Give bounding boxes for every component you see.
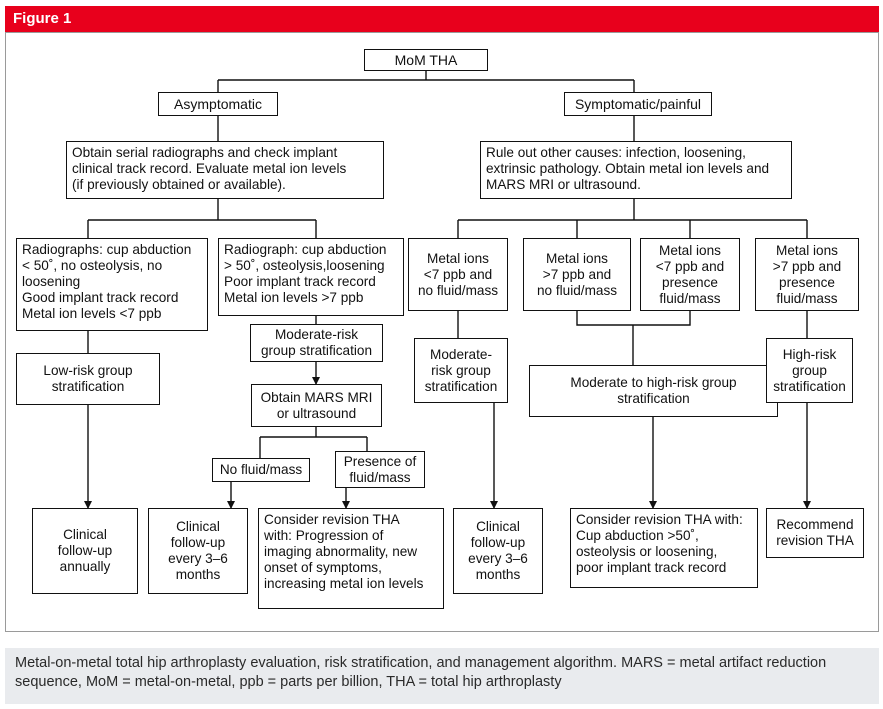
node-asymptomatic: Asymptomatic (158, 92, 278, 116)
node-symptomatic: Symptomatic/painful (564, 92, 712, 116)
node-moderate-risk-group-right: Moderate- risk group stratification (414, 338, 508, 403)
node-recommend-revision: Recommend revision THA (766, 508, 864, 558)
figure-caption: Metal-on-metal total hip arthroplasty ev… (5, 648, 879, 704)
figure-label: Figure 1 (13, 10, 72, 27)
node-obtain-mars-mri: Obtain MARS MRI or ultrasound (251, 384, 382, 427)
node-no-fluid-mass: No fluid/mass (212, 458, 310, 482)
node-high-risk-group: High-risk group stratification (766, 338, 853, 403)
node-consider-revision-left: Consider revision THA with: Progression … (258, 508, 444, 609)
caption-text: Metal-on-metal total hip arthroplasty ev… (15, 655, 827, 690)
node-ions-gt7-no-fluid: Metal ions >7 ppb and no fluid/mass (523, 238, 631, 311)
node-followup-annually: Clinical follow-up annually (32, 508, 138, 594)
node-followup-3-6-months-right: Clinical follow-up every 3–6 months (453, 508, 543, 594)
node-followup-3-6-months-left: Clinical follow-up every 3–6 months (148, 508, 248, 594)
node-ions-lt7-fluid: Metal ions <7 ppb and presence fluid/mas… (640, 238, 740, 311)
node-low-risk-group: Low-risk group stratification (16, 353, 160, 405)
figure-header: Figure 1 (5, 6, 879, 32)
node-presence-fluid-mass: Presence of fluid/mass (335, 451, 425, 488)
node-ions-gt7-fluid: Metal ions >7 ppb and presence fluid/mas… (755, 238, 859, 311)
node-asymptomatic-evaluation: Obtain serial radiographs and check impl… (66, 141, 384, 199)
node-moderate-high-risk-group: Moderate to high-risk group stratificati… (529, 365, 778, 417)
node-consider-revision-right: Consider revision THA with: Cup abductio… (570, 508, 758, 588)
node-symptomatic-evaluation: Rule out other causes: infection, loosen… (480, 141, 792, 199)
node-ions-lt7-no-fluid: Metal ions <7 ppb and no fluid/mass (408, 238, 508, 311)
node-moderate-risk-criteria: Radiograph: cup abduction > 50˚, osteoly… (218, 238, 404, 316)
node-mom-tha: MoM THA (364, 49, 488, 71)
node-moderate-risk-group-left: Moderate-risk group stratification (250, 324, 383, 362)
node-low-risk-criteria: Radiographs: cup abduction < 50˚, no ost… (16, 238, 208, 331)
